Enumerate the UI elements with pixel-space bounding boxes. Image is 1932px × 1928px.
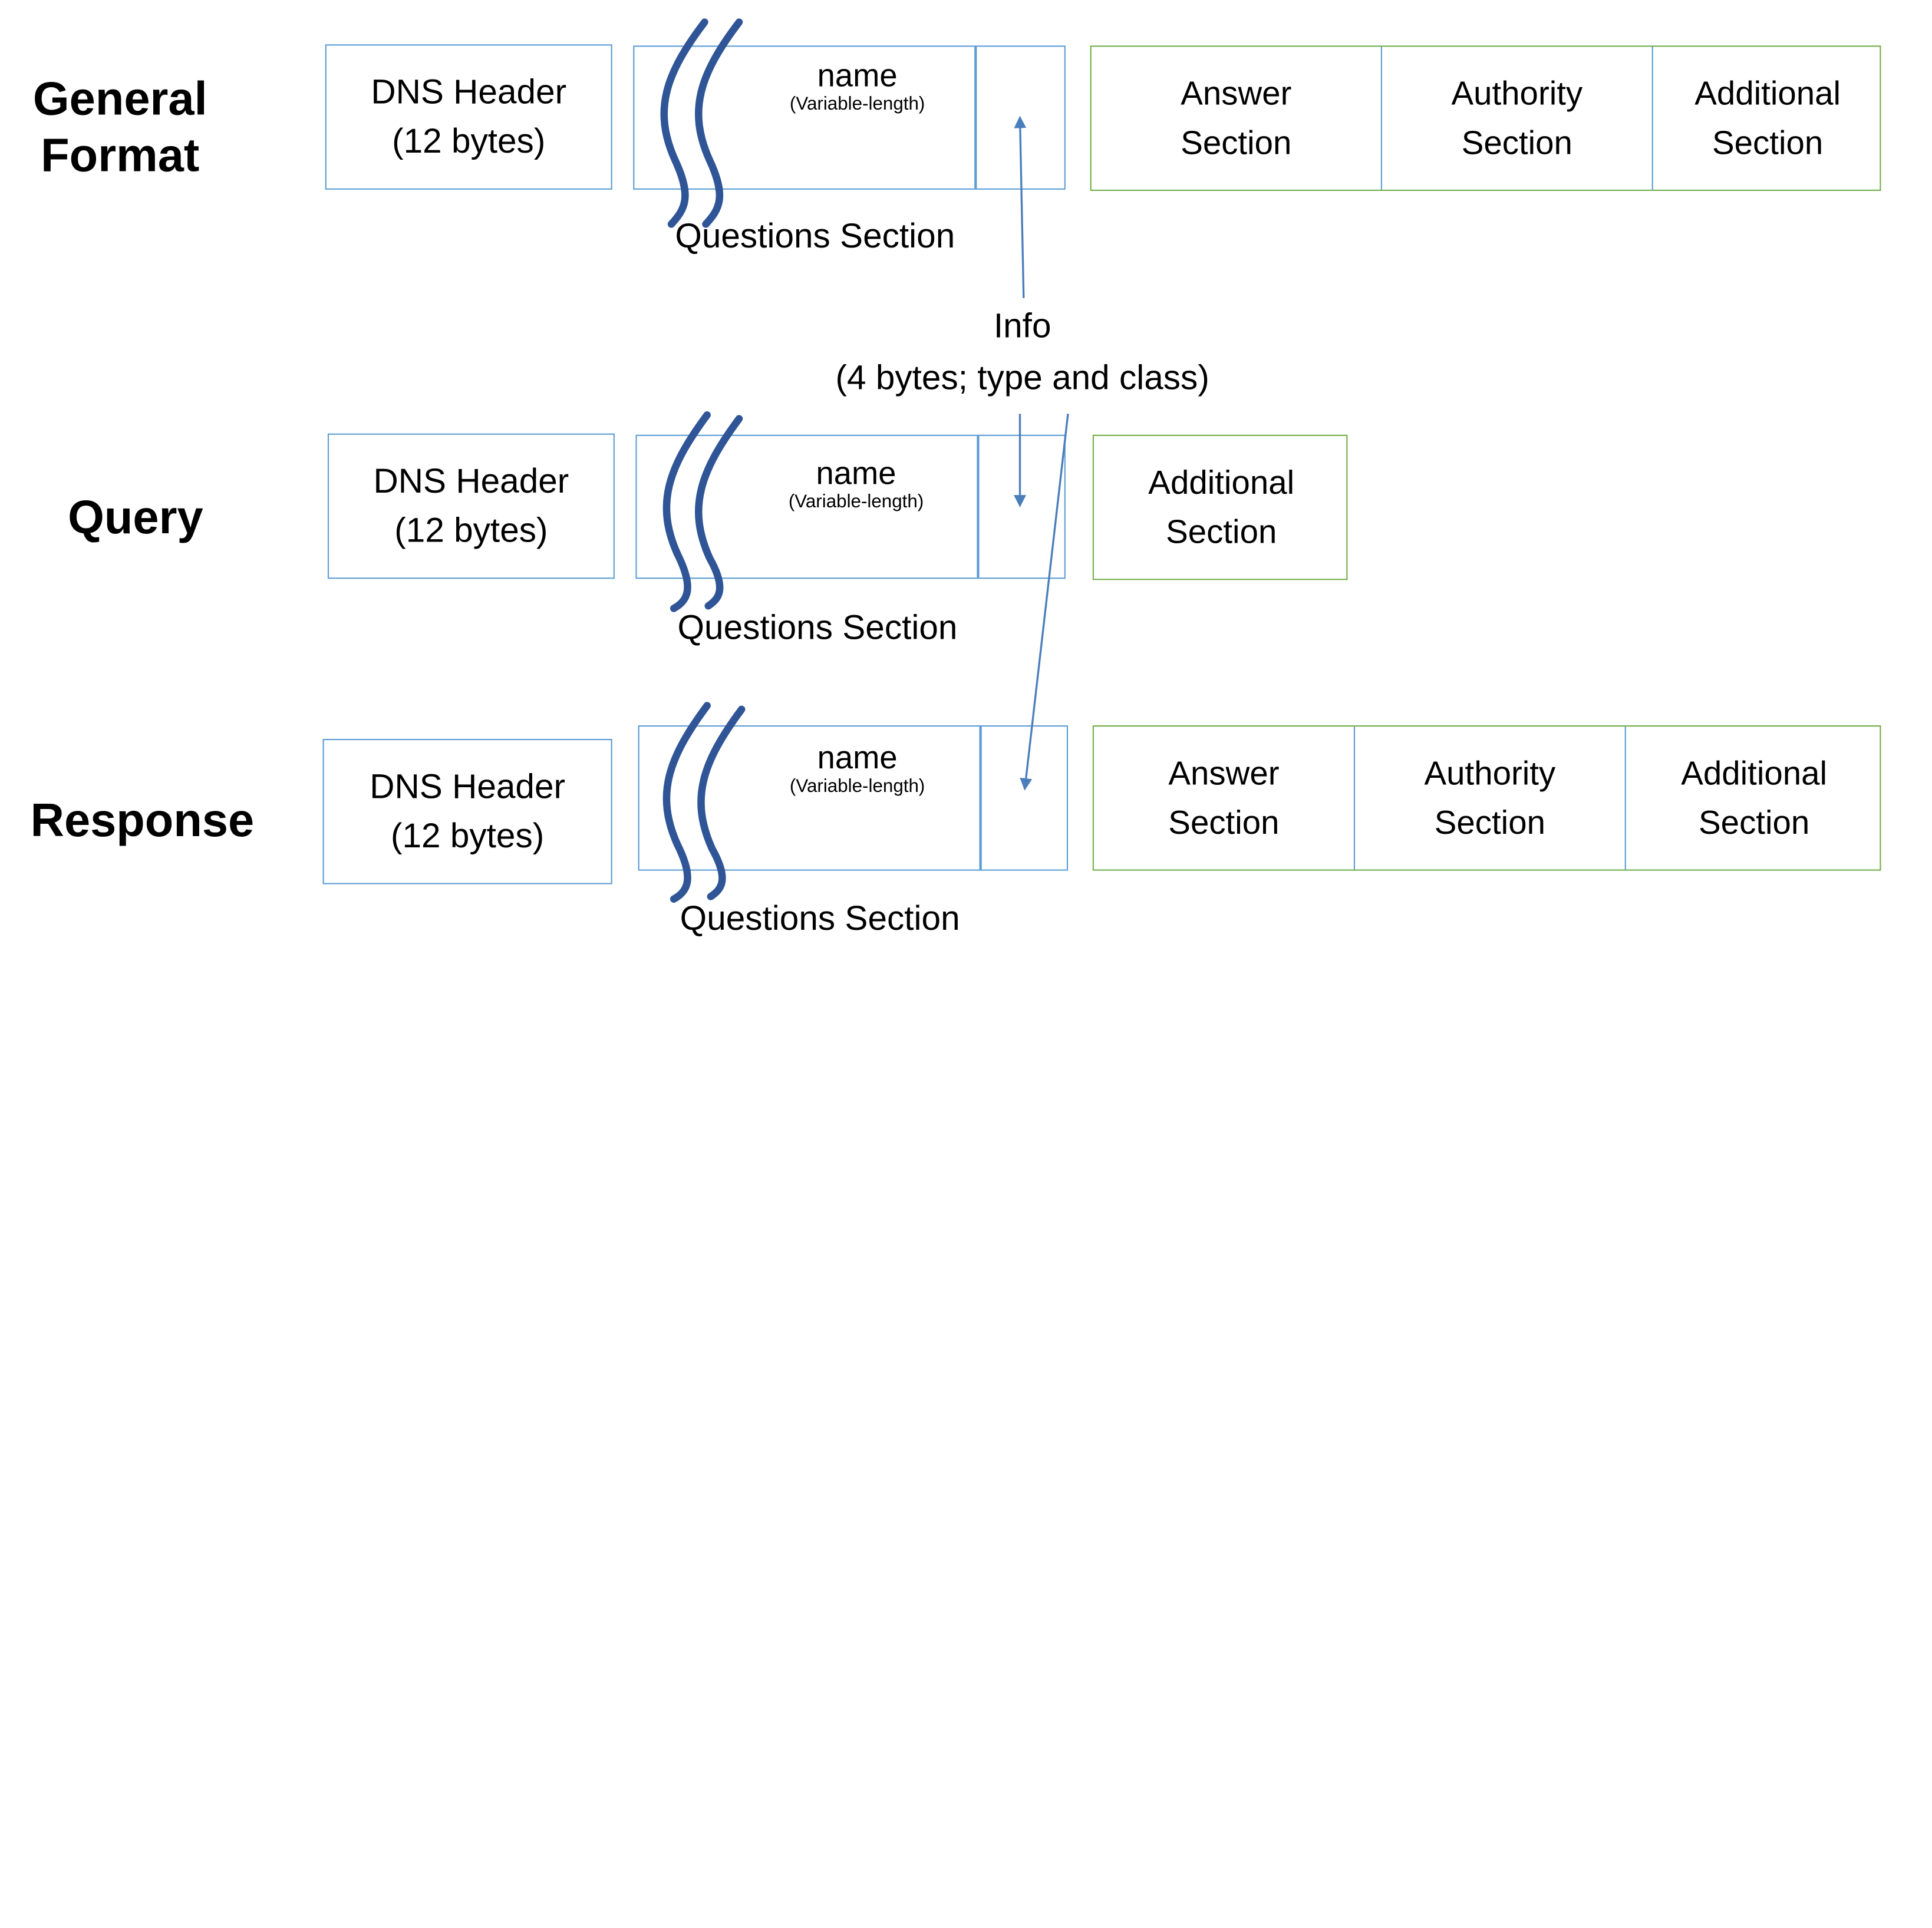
additional-section-cell: Additional Section (1651, 47, 1882, 190)
dns-header-label: DNS Header (12 bytes) (373, 461, 569, 550)
row-label-general-format: General Format (32, 74, 207, 183)
break-squiggle (695, 415, 743, 610)
questions-section-label: Questions Section (677, 608, 958, 647)
break-squiggle (660, 18, 708, 228)
name-field-label: name (Variable-length) (740, 57, 974, 115)
break-squiggle (697, 705, 746, 900)
additional-section-cell: Additional Section (1624, 727, 1882, 870)
authority-section-cell: Authority Section (1380, 47, 1652, 190)
info-field-annotation: Info (4 bytes; type and class) (789, 301, 1257, 404)
dns-header-box: DNS Header (12 bytes) (322, 739, 612, 884)
variable-length-text: (Variable-length) (788, 491, 924, 513)
arrow-to-general-info (1014, 115, 1027, 298)
questions-section-label: Questions Section (680, 899, 960, 937)
variable-length-text: (Variable-length) (789, 93, 925, 115)
record-sections-box: Answer Section Authority Section Additio… (1092, 725, 1882, 871)
info-field-divider (974, 47, 977, 189)
info-title: Info (993, 306, 1051, 345)
variable-length-text: (Variable-length) (789, 775, 925, 797)
row-label-response: Response (30, 795, 255, 847)
break-squiggle (695, 18, 743, 228)
dns-header-label: DNS Header (12 bytes) (370, 767, 566, 855)
questions-section-label: Questions Section (675, 216, 955, 255)
dns-header-box: DNS Header (12 bytes) (327, 433, 615, 579)
additional-section-cell: Additional Section (1148, 464, 1295, 551)
answer-section-cell: Answer Section (1168, 755, 1280, 841)
arrow-to-response-info (1020, 414, 1069, 791)
record-sections-box: Additional Section (1092, 434, 1348, 580)
info-field-divider (977, 435, 979, 578)
authority-section-cell: Authority Section (1353, 727, 1625, 870)
questions-section-box: name (Variable-length) (633, 45, 1066, 190)
info-description: (4 bytes; type and class) (835, 358, 1209, 397)
connectors-overlay (660, 18, 1069, 903)
name-field-label: name (Variable-length) (738, 739, 977, 798)
break-squiggle (662, 411, 711, 612)
name-field-label: name (Variable-length) (738, 454, 974, 513)
info-field-divider (979, 727, 981, 870)
break-squiggle (662, 702, 711, 903)
name-text: name (817, 57, 898, 94)
dns-header-box: DNS Header (12 bytes) (325, 44, 612, 190)
record-sections-box: Answer Section Authority Section Additio… (1090, 45, 1881, 191)
name-text: name (816, 454, 896, 491)
name-text: name (817, 739, 898, 776)
row-label-query: Query (68, 492, 203, 544)
answer-section-cell: Answer Section (1181, 75, 1292, 161)
questions-section-box: name (Variable-length) (635, 434, 1066, 579)
dns-header-label: DNS Header (12 bytes) (371, 72, 567, 160)
